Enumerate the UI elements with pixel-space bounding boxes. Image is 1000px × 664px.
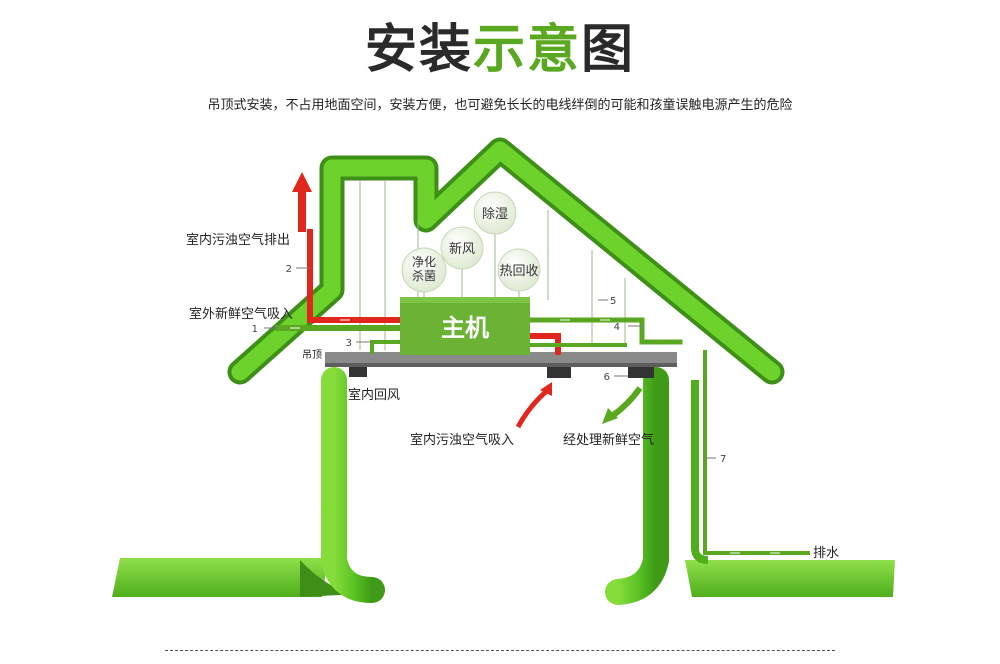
bubble-fresh-air [440, 226, 484, 270]
label-drain: 排水 [813, 546, 839, 561]
label-fresh-in: 室外新鲜空气吸入 [189, 306, 293, 322]
label-leader-lines [264, 267, 716, 459]
bubble-dehumidify [473, 191, 517, 235]
dirty-intake-arrow-icon [515, 382, 552, 429]
pipe-number-3: 3 [346, 338, 352, 349]
title-part-1: 安装 [364, 20, 473, 80]
pipe-number-5: 5 [610, 296, 616, 307]
bubble-purify [401, 247, 447, 293]
vent-fresh-supply [628, 367, 654, 378]
label-treated-fresh: 经处理新鲜空气 [563, 432, 654, 448]
label-indoor-return: 室内回风 [348, 387, 400, 403]
vent-dirty-intake [547, 367, 571, 378]
pipe-flow-arrows [290, 319, 780, 554]
duct-pipes [275, 229, 810, 555]
pipe-drain [703, 350, 810, 555]
function-bubbles: 除湿 新风 净化杀菌 热回收 [401, 191, 541, 297]
house-outline [227, 137, 785, 605]
pipe-number-4: 4 [614, 322, 620, 333]
pipe-number-7: 7 [720, 454, 726, 465]
pipe-exhaust-out [307, 229, 403, 323]
page-subtitle: 吊顶式安装，不占用地面空间，安装方便，也可避免长长的电线绊倒的可能和孩童误触电源… [207, 98, 793, 113]
pipe-number-2: 2 [286, 264, 292, 275]
bottom-divider [165, 650, 835, 651]
label-ceiling: 吊顶 [302, 349, 322, 361]
title-part-2: 示意 [472, 20, 581, 80]
page-title: 安装示意图 [0, 18, 1000, 82]
pipe-number-6: 6 [604, 372, 610, 383]
house-ground [112, 558, 895, 597]
pipe-supply [527, 317, 683, 345]
title-part-3: 图 [581, 20, 636, 80]
ceiling-vents [349, 367, 654, 378]
label-exhaust-out: 室内污浊空气排出 [186, 232, 290, 248]
main-unit-label: 主机 [441, 314, 489, 342]
pipe-3 [370, 340, 402, 354]
bubble-purify-label: 净化杀菌 [412, 255, 436, 283]
bubble-dehumidify-label: 除湿 [482, 207, 508, 222]
bubble-heat-recovery [497, 248, 541, 292]
main-unit: 主机 [400, 297, 530, 355]
ceiling-board [325, 352, 677, 367]
exhaust-up-arrow-icon [292, 172, 312, 232]
vent-indoor-return [349, 367, 367, 377]
pipe-number-labels: 1 2 3 4 5 6 7 [252, 264, 727, 465]
bubble-fresh-air-label: 新风 [449, 241, 475, 257]
fresh-supply-arrow-icon [602, 386, 643, 424]
diagram-labels: 室内污浊空气排出 室外新鲜空气吸入 吊顶 室内回风 室内污浊空气吸入 经处理新鲜… [186, 232, 839, 561]
label-dirty-in: 室内污浊空气吸入 [410, 432, 514, 448]
pipe-number-1: 1 [252, 324, 258, 335]
bubble-heat-recovery-label: 热回收 [499, 264, 538, 279]
